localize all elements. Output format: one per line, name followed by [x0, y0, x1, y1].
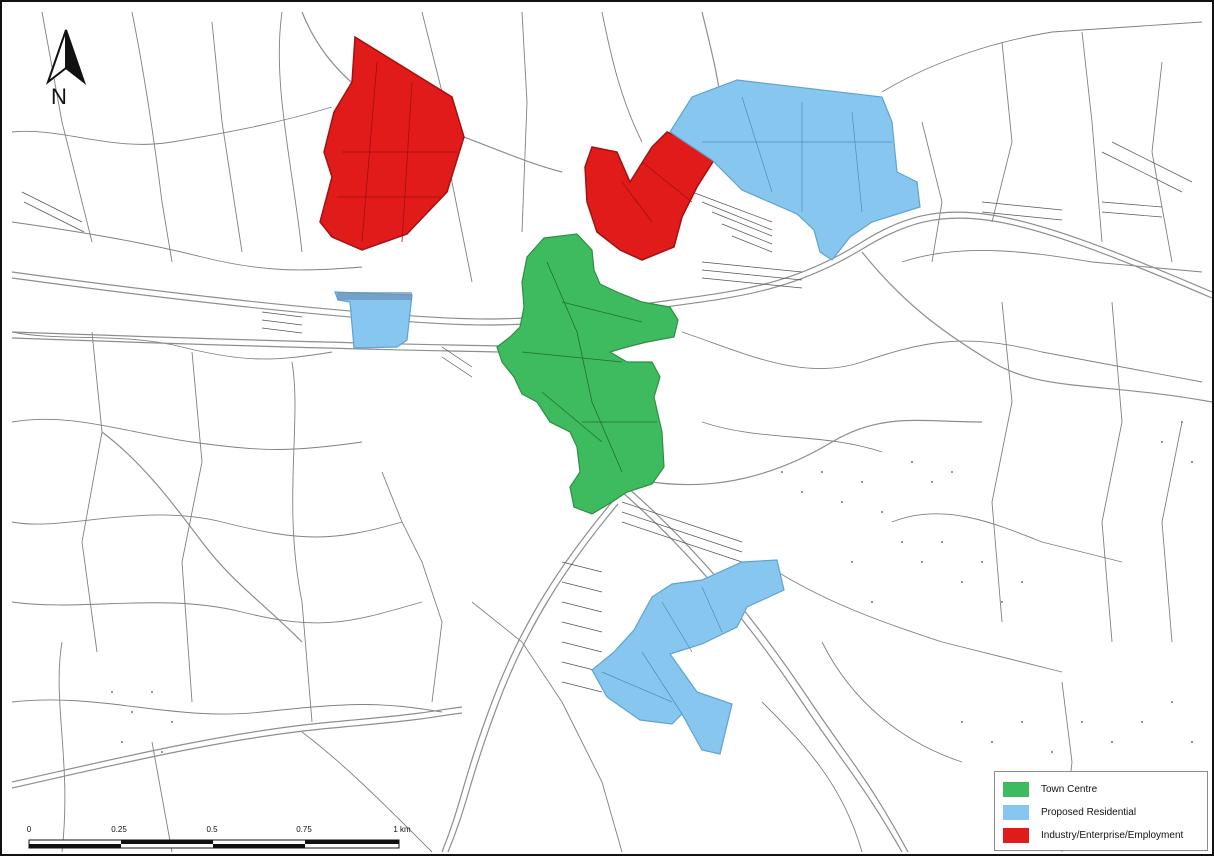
legend-item-town-centre: Town Centre	[1003, 780, 1097, 798]
legend-swatch-town-centre	[1003, 781, 1029, 797]
legend-label-residential: Proposed Residential	[1041, 806, 1137, 818]
industry-zone-east	[584, 131, 715, 261]
north-arrow	[34, 24, 98, 114]
legend-item-industry: Industry/Enterprise/Employment	[1003, 826, 1183, 844]
scale-label-1km: 1 km	[393, 825, 411, 834]
legend-swatch-residential	[1003, 804, 1029, 820]
scale-bar: 0 0.25 0.5 0.75 1 km	[24, 825, 411, 853]
legend-item-residential: Proposed Residential	[1003, 803, 1136, 821]
scale-label-05: 0.5	[206, 825, 218, 834]
industry-zones	[319, 35, 715, 261]
woodland-dots	[111, 421, 1193, 753]
scale-label-0: 0	[26, 825, 32, 834]
legend: Town Centre Proposed Residential Industr…	[994, 771, 1208, 851]
north-label: N	[51, 84, 67, 109]
legend-label-town-centre: Town Centre	[1041, 783, 1098, 795]
industry-zone-west	[319, 35, 465, 251]
legend-swatch-industry	[1003, 827, 1029, 843]
scale-label-075: 0.75	[296, 825, 312, 834]
town-centre-polygon	[496, 233, 679, 515]
residential-zone-west	[334, 291, 413, 349]
residential-zones	[334, 79, 921, 755]
residential-zone-south	[591, 559, 785, 755]
building-clusters	[21, 141, 1193, 693]
town-centre-zone	[496, 233, 679, 515]
legend-label-industry: Industry/Enterprise/Employment	[1041, 829, 1184, 841]
residential-zone-northeast	[669, 79, 921, 261]
scale-bar-graphic	[28, 839, 400, 849]
scale-label-025: 0.25	[111, 825, 127, 834]
north-arrow-icon	[45, 29, 87, 85]
